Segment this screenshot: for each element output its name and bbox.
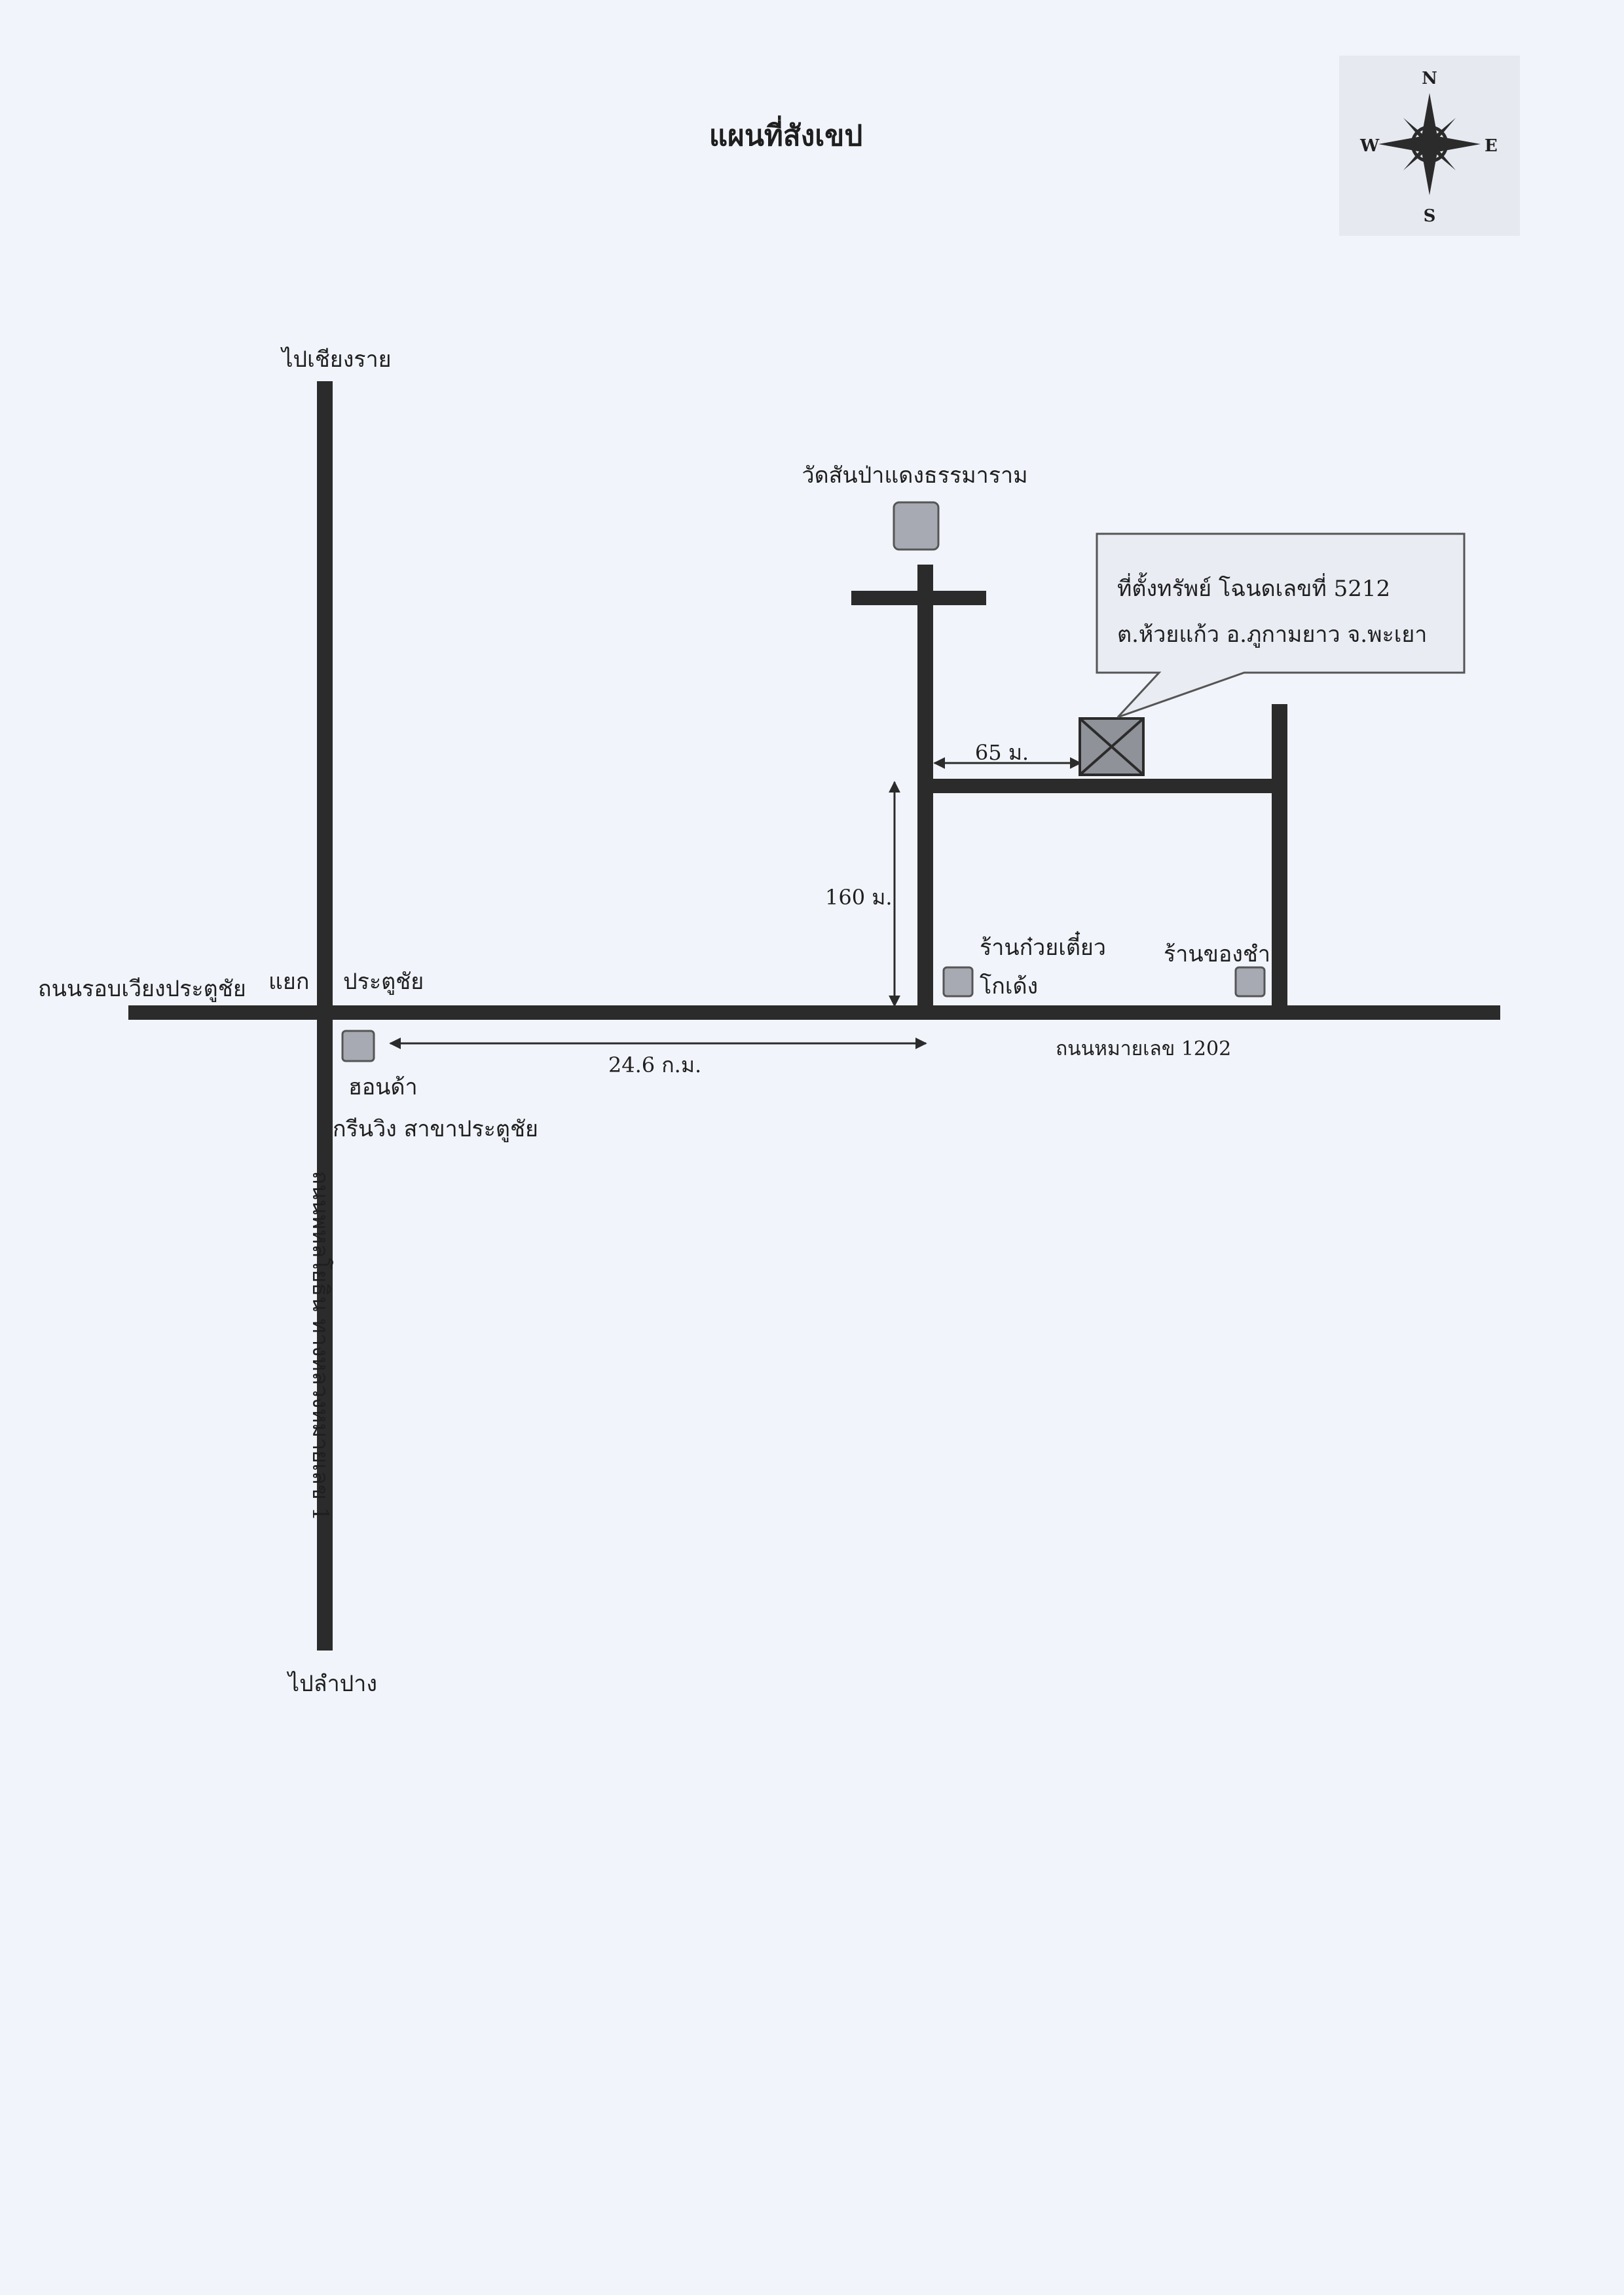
label-temple: วัดสันป่าแดงธรรมาราม [802, 462, 1028, 489]
temple-marker [893, 501, 940, 551]
store-marker [341, 1030, 375, 1062]
callout-line-1: ที่ตั้งทรัพย์ โฉนดเลขที่ 5212 [1117, 572, 1390, 602]
roads [128, 381, 1500, 1651]
callout-line-2: ต.ห้วยแก้ว อ.ภูกามยาว จ.พะเยา [1117, 622, 1427, 648]
label-to-lampang: ไปลำปาง [286, 1671, 377, 1697]
label-west-road: ถนนรอบเวียงประตูชัย [38, 976, 246, 1002]
label-store-1: ฮอนด้า [348, 1074, 418, 1100]
label-noodle-shop-2: โกเด้ง [980, 973, 1038, 999]
property-callout: ที่ตั้งทรัพย์ โฉนดเลขที่ 5212 ต.ห้วยแก้ว… [1096, 532, 1466, 718]
grocery-marker [1234, 966, 1266, 998]
label-distance-lane: 65 ม. [975, 740, 1029, 765]
compass-w: W [1359, 136, 1380, 156]
label-noodle-shop-1: ร้านก๋วยเตี๋ยว [980, 931, 1106, 961]
property-marker [1079, 717, 1145, 776]
compass-s: S [1424, 206, 1436, 226]
label-to-chiang-rai: ไปเชียงราย [280, 346, 391, 373]
label-distance-main: 24.6 ก.ม. [608, 1053, 701, 1077]
label-highway-1: ถนนพหลโยธิน ทางหลวงหมายเลข 1 [307, 1171, 333, 1521]
highway-1202-road [128, 1005, 1500, 1020]
label-store-2: กรีนวิง สาขาประตูชัย [333, 1116, 538, 1142]
label-junction-left: แยก [268, 969, 309, 995]
label-junction-right: ประตูชัย [343, 969, 424, 995]
east-road [1272, 704, 1287, 1014]
access-lane [925, 779, 1287, 793]
compass-n: N [1422, 69, 1437, 88]
noodle-shop-marker [942, 966, 974, 998]
map-title: แผนที่สังเขป [709, 115, 863, 153]
label-highway-1202: ถนนหมายเลข 1202 [1056, 1037, 1231, 1060]
temple-crossroad [851, 591, 986, 605]
label-grocery: ร้านของชำ [1164, 941, 1270, 967]
compass-rose-icon: N S E W [1339, 56, 1520, 236]
label-distance-side: 160 ม. [825, 885, 893, 910]
compass-e: E [1485, 136, 1498, 156]
